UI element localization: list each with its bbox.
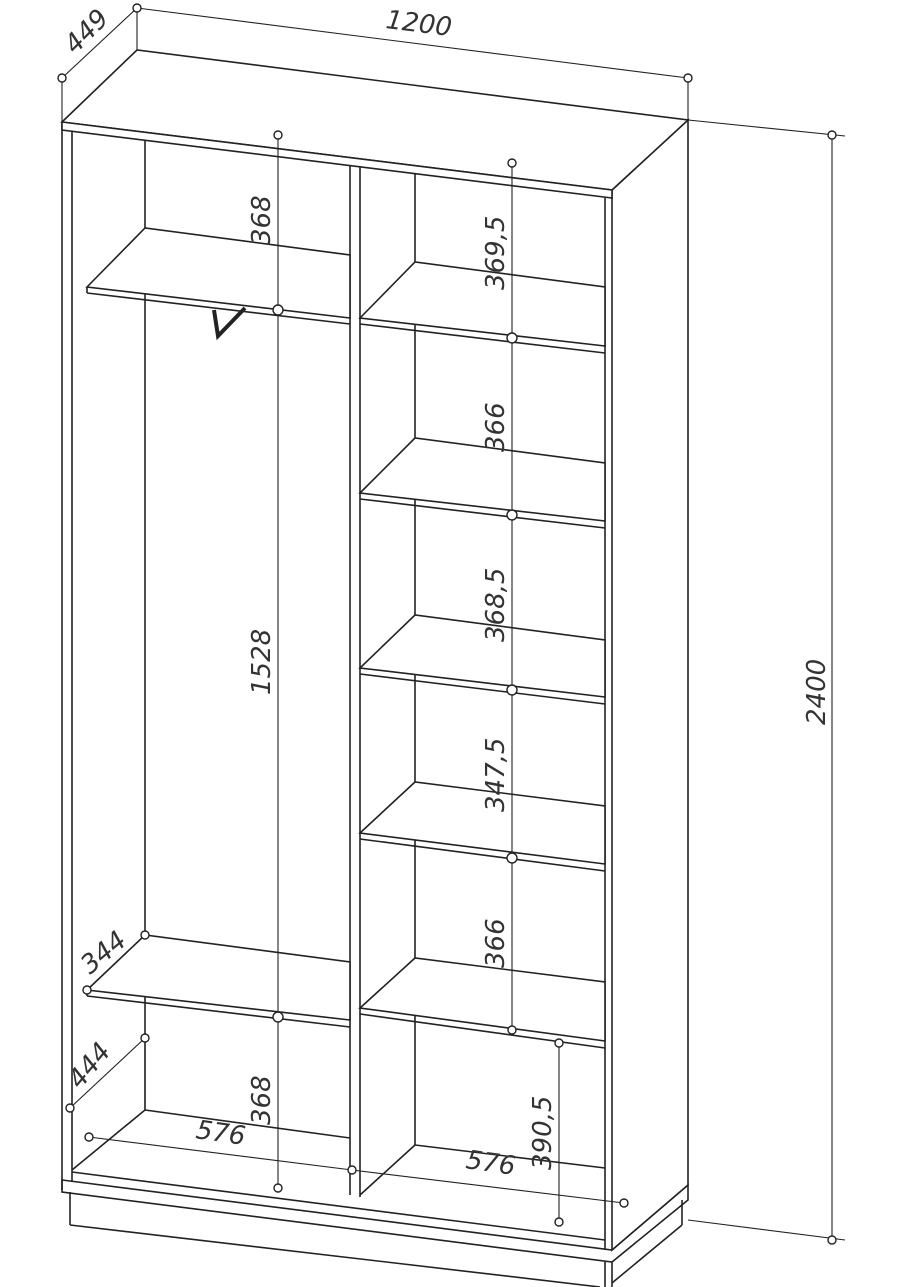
dim-left-bottom-width: 576 [194, 1115, 247, 1152]
middle-divider [349, 165, 361, 1197]
right-shelf [358, 957, 606, 1042]
plinth [61, 1179, 689, 1287]
right-shelves [358, 261, 606, 1049]
dim-depth-top: 449 [59, 4, 115, 60]
right-shelf [358, 614, 606, 698]
dim-right-gap: 347,5 [481, 738, 511, 812]
dim-left-hanging: 1528 [247, 629, 277, 695]
bottom-panel [71, 1109, 606, 1241]
dim-right-gap: 369,5 [481, 216, 511, 290]
hanging-rod-icon [212, 306, 247, 341]
right-shelf [358, 781, 606, 865]
dim-left-bottom-depth: 444 [62, 1037, 117, 1094]
dim-height: 2400 [802, 659, 832, 725]
dim-width: 1200 [384, 5, 453, 43]
dim-right-bottom-gap: 390,5 [528, 1096, 558, 1170]
dim-left-bottom-gap: 368 [247, 1075, 277, 1125]
dim-right-gap: 368,5 [481, 568, 511, 642]
dim-right-bottom-width: 576 [464, 1145, 517, 1182]
dim-right-gap: 366 [481, 402, 511, 452]
right-shelf [358, 437, 606, 522]
top-panel [60, 49, 690, 199]
dimension-lines [57, 3, 846, 1245]
right-side-panel [611, 118, 689, 1252]
left-side-panel [61, 122, 606, 1250]
dim-left-top-gap: 368 [247, 195, 277, 245]
right-shelf [358, 261, 606, 347]
dim-right-gap: 366 [481, 918, 511, 968]
left-shelf-top [85, 227, 351, 325]
